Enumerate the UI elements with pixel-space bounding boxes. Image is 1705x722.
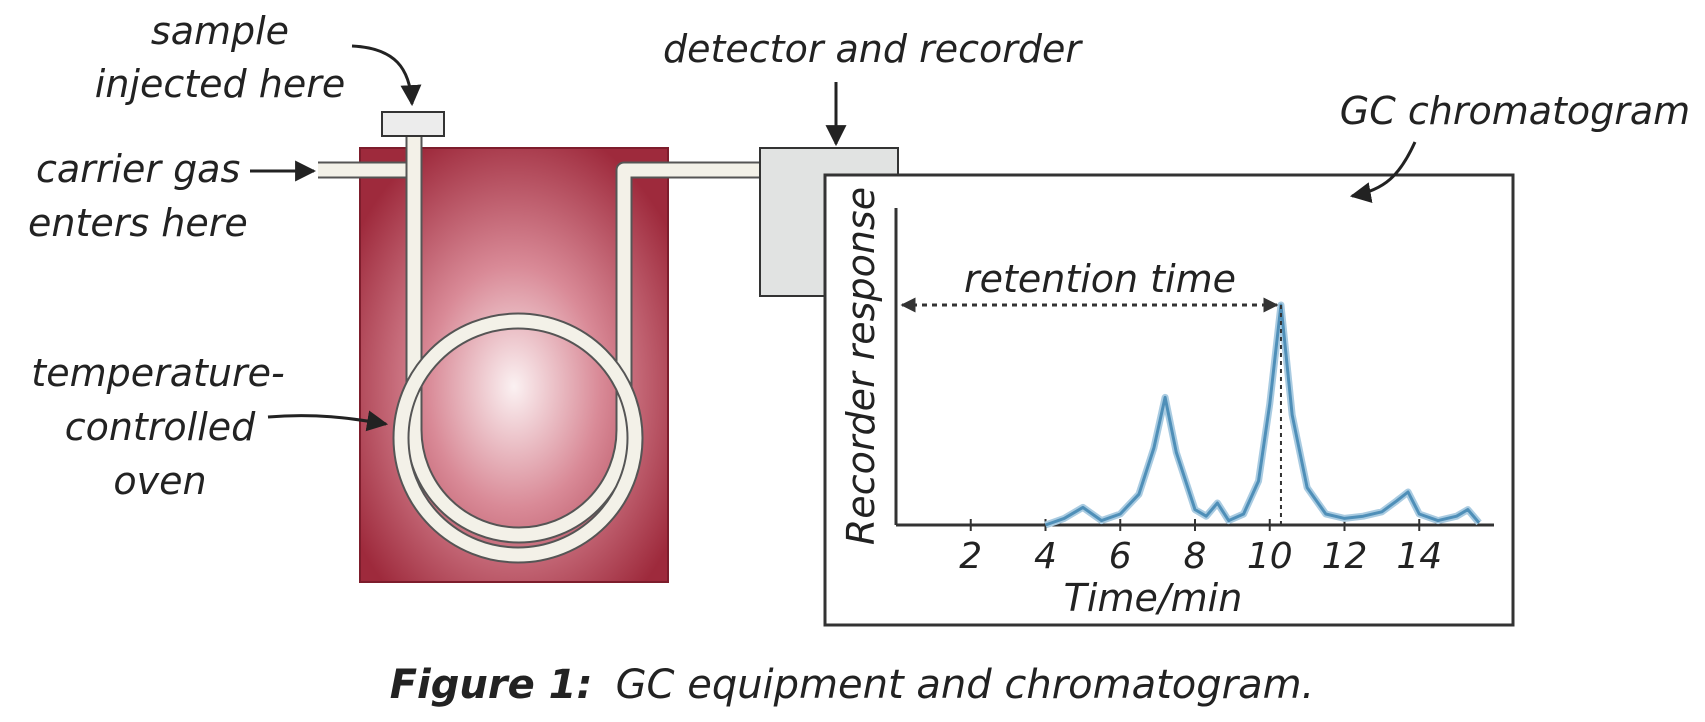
label-oven: oven: [113, 459, 206, 503]
oven-pointer-arrow: [267, 410, 389, 432]
x-tick-label: 8: [1184, 536, 1207, 577]
injector-port: [381, 111, 445, 137]
label-detector: detector and recorder: [663, 27, 1083, 71]
label-enters-here: enters here: [28, 201, 248, 245]
chart-x-axis-title: Time/min: [1064, 576, 1243, 620]
chart-y-axis-title: Recorder response: [839, 187, 883, 545]
x-tick-label: 2: [959, 536, 982, 577]
caption-bold: Figure 1:: [390, 662, 593, 708]
x-tick-label: 10: [1247, 536, 1293, 577]
label-sample: sample: [151, 9, 289, 53]
label-controlled: controlled: [65, 405, 256, 449]
label-retention-time: retention time: [964, 257, 1236, 301]
label-temperature: temperature-: [31, 351, 284, 395]
chromatogram-pointer-arrow: [1349, 141, 1417, 203]
caption-text: GC equipment and chromatogram.: [616, 662, 1315, 708]
x-tick-label: 4: [1034, 536, 1057, 577]
label-gc-chromatogram: GC chromatogram: [1340, 89, 1690, 133]
x-tick-label: 12: [1322, 536, 1368, 577]
sample-pointer-arrow: [351, 44, 422, 107]
x-tick-label: 14: [1396, 536, 1442, 577]
chromatogram-trace: [1045, 303, 1481, 527]
figure-caption: Figure 1: GC equipment and chromatogram.: [390, 662, 1315, 708]
label-carrier-gas: carrier gas: [36, 147, 240, 191]
label-injected-here: injected here: [95, 62, 345, 106]
x-tick-label: 6: [1109, 536, 1132, 577]
